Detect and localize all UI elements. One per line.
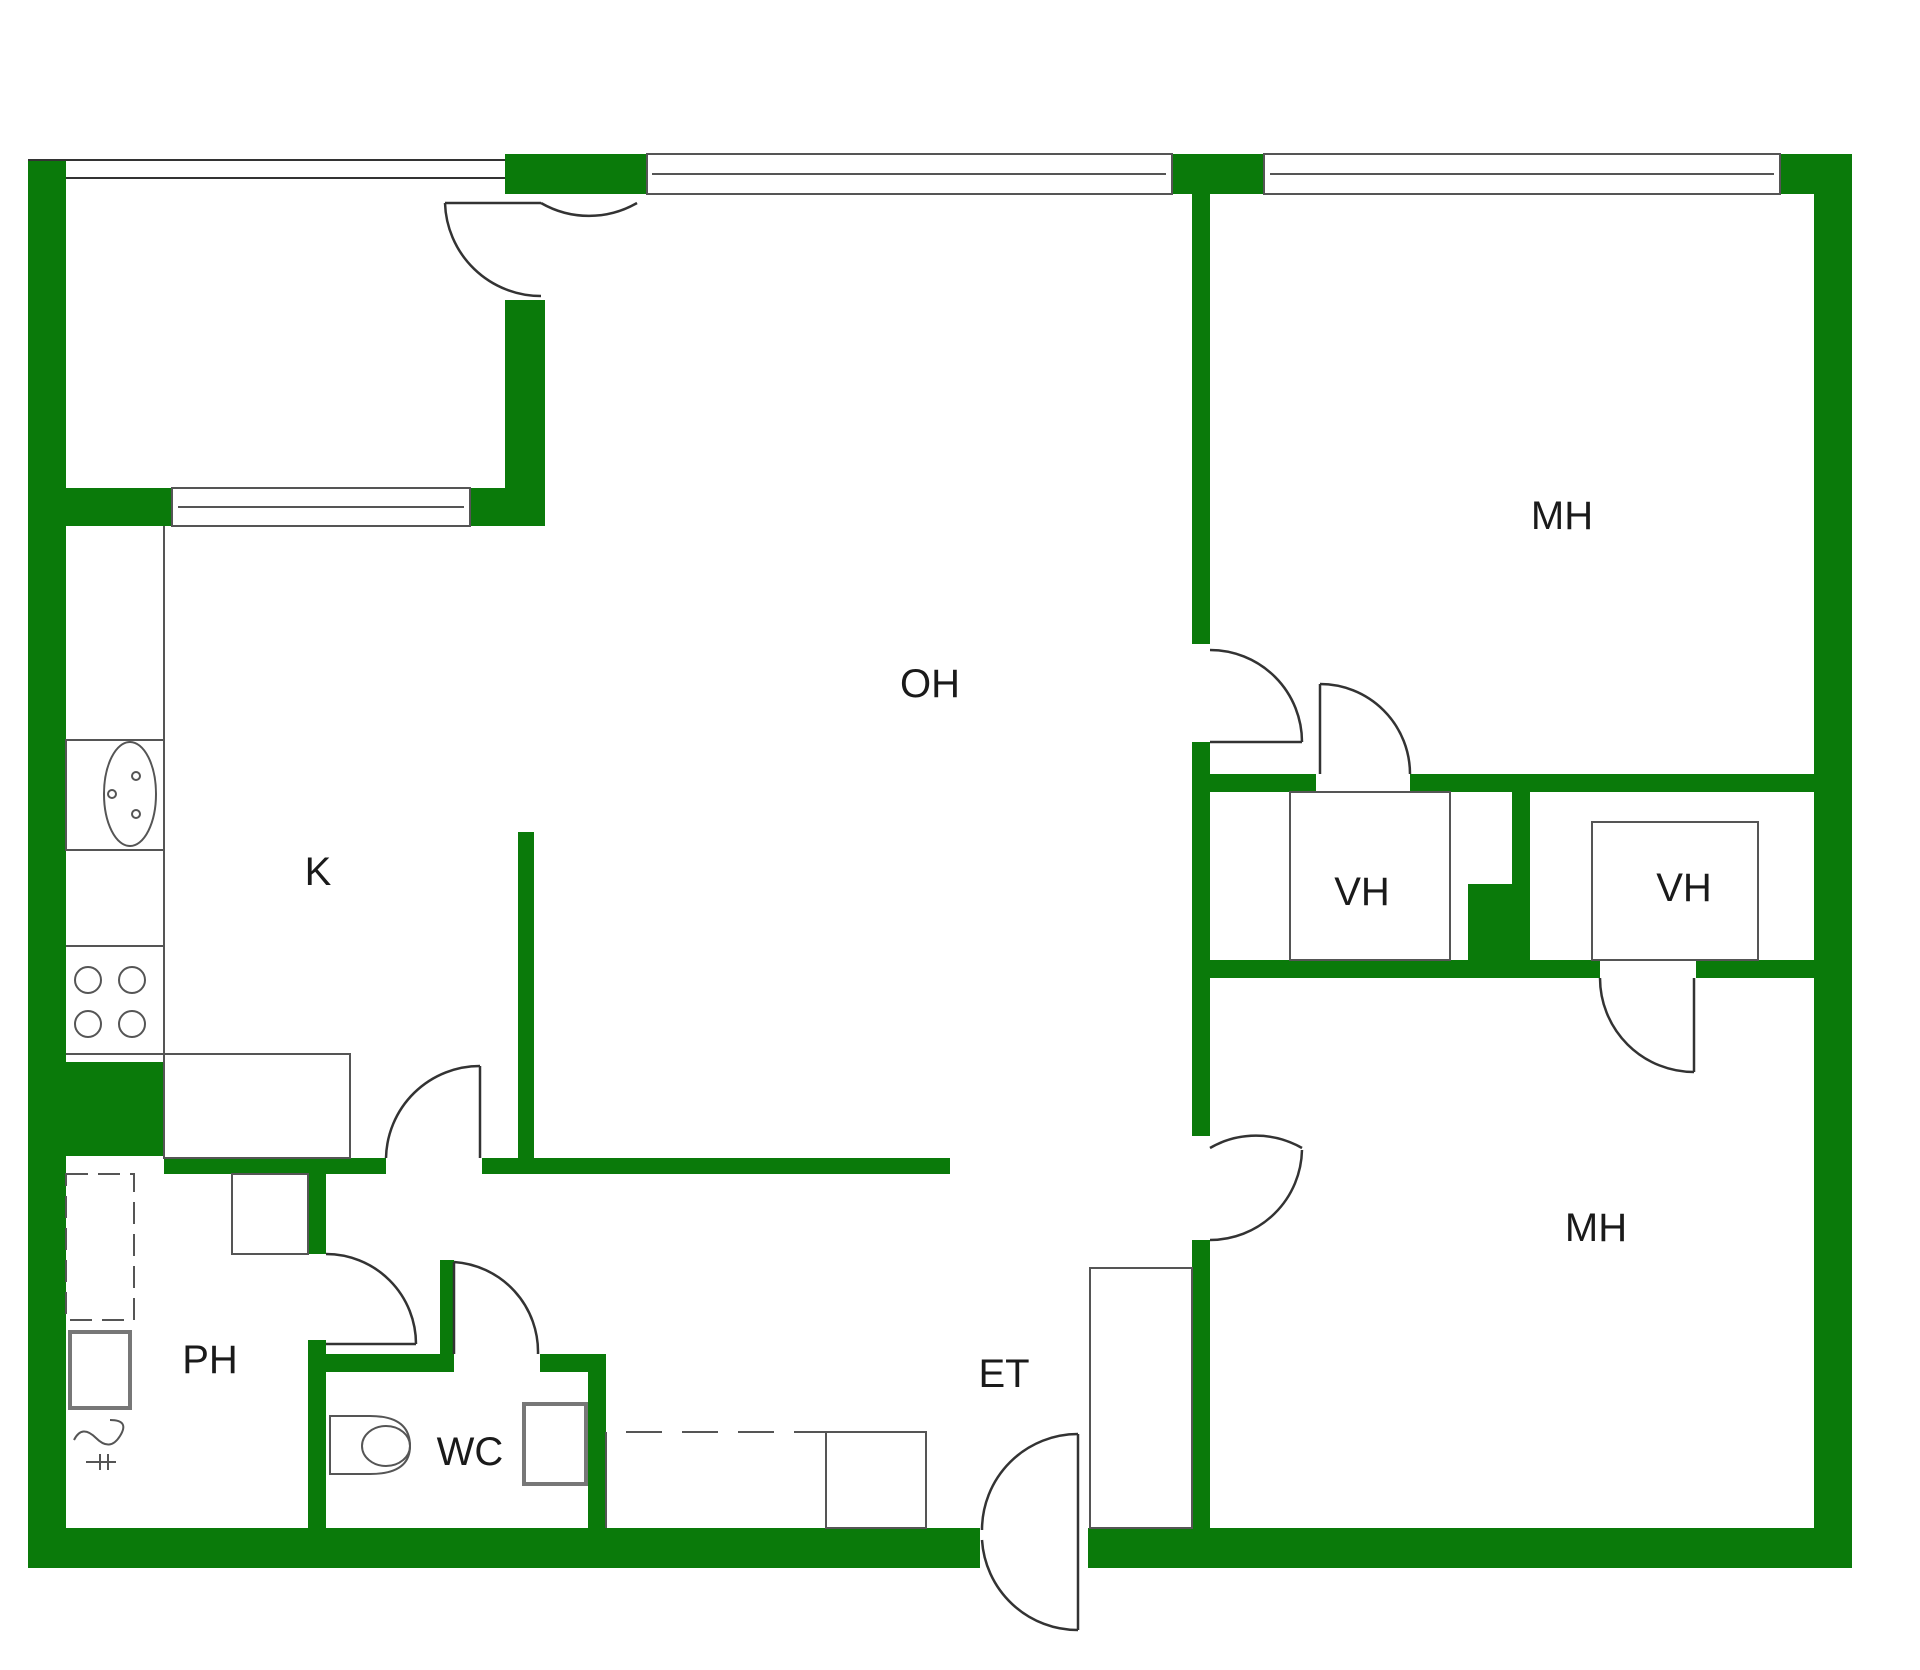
room-label-vh-left: VH: [1334, 870, 1390, 914]
room-label-mh-top: MH: [1530, 494, 1594, 538]
room-label-mh-bottom: MH: [1564, 1206, 1628, 1250]
doors: [325, 201, 1696, 1632]
interior-walls: [164, 194, 1814, 1528]
exterior-walls: [28, 154, 1852, 1568]
room-label-k: K: [304, 850, 332, 894]
room-label-vh-right: VH: [1656, 866, 1712, 910]
room-label-ph: PH: [182, 1338, 238, 1382]
room-label-wc: WC: [436, 1430, 504, 1474]
fixtures: [65, 526, 1759, 1529]
room-label-et: ET: [978, 1352, 1030, 1396]
room-label-oh: OH: [900, 662, 960, 706]
windows: [28, 153, 1781, 527]
